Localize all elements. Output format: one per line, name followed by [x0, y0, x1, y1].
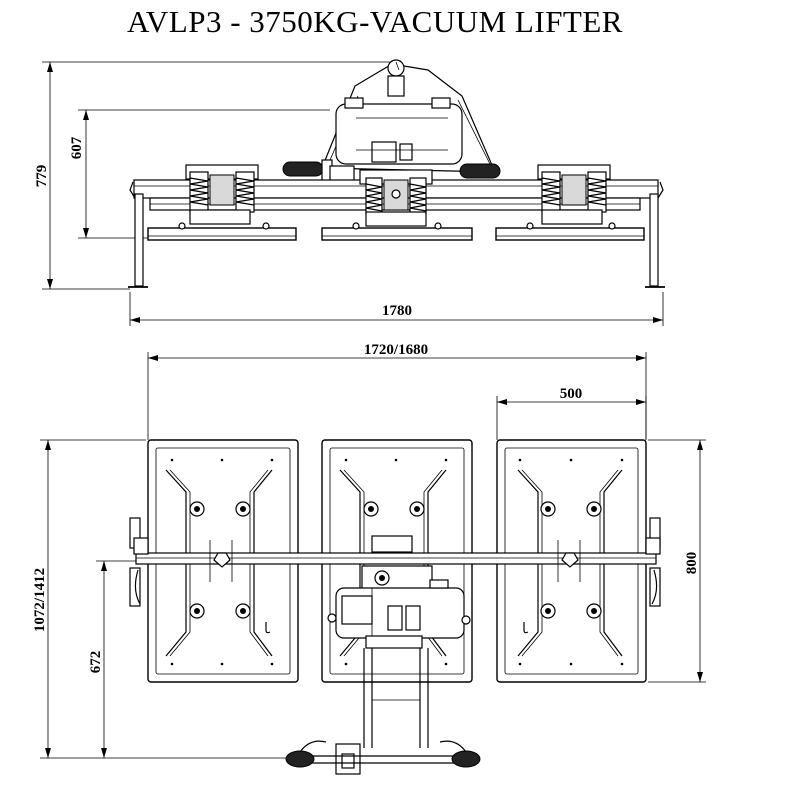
side-view: 779 607	[34, 59, 665, 326]
dim-text-1780: 1780	[382, 303, 412, 319]
spring-units	[185, 164, 611, 215]
dim-text-1720-1680: 1720/1680	[364, 342, 428, 358]
dim-total-length: 1072/1412	[32, 439, 290, 759]
side-pad-left	[147, 227, 297, 241]
side-pad-right	[495, 227, 645, 241]
dim-text-1072-1412: 1072/1412	[32, 568, 48, 632]
dim-pad-width: 500	[496, 386, 647, 440]
lock-knob-right-icon	[561, 552, 579, 568]
dim-text-779: 779	[34, 165, 50, 188]
side-pads	[147, 209, 645, 241]
page-title: AVLP3 - 3750KG-VACUUM LIFTER	[127, 4, 623, 39]
dim-pad-length: 800	[648, 439, 706, 683]
dim-text-672: 672	[88, 651, 104, 674]
leg-right	[649, 193, 659, 287]
top-vacuum-unit	[285, 565, 481, 775]
side-pad-middle	[321, 227, 473, 241]
dim-text-800: 800	[684, 552, 700, 575]
leg-left	[134, 193, 144, 287]
dim-beam-height: 607	[69, 109, 330, 239]
grip-right	[451, 750, 481, 768]
dim-text-500: 500	[560, 386, 583, 402]
dim-handle-offset: 672	[88, 560, 148, 758]
dim-text-607: 607	[69, 136, 85, 159]
handle-right	[459, 163, 501, 179]
handle-left	[282, 161, 324, 177]
grip-left	[285, 750, 315, 768]
lock-knob-left-icon	[213, 552, 231, 568]
top-view: 1720/1680 500 800 1072/1412	[32, 342, 706, 775]
top-crossbeam	[129, 517, 661, 607]
dim-total-width: 1780	[129, 292, 664, 326]
vacuum-unit	[282, 59, 501, 197]
dim-total-height: 779	[34, 61, 392, 290]
side-legs	[128, 181, 665, 288]
